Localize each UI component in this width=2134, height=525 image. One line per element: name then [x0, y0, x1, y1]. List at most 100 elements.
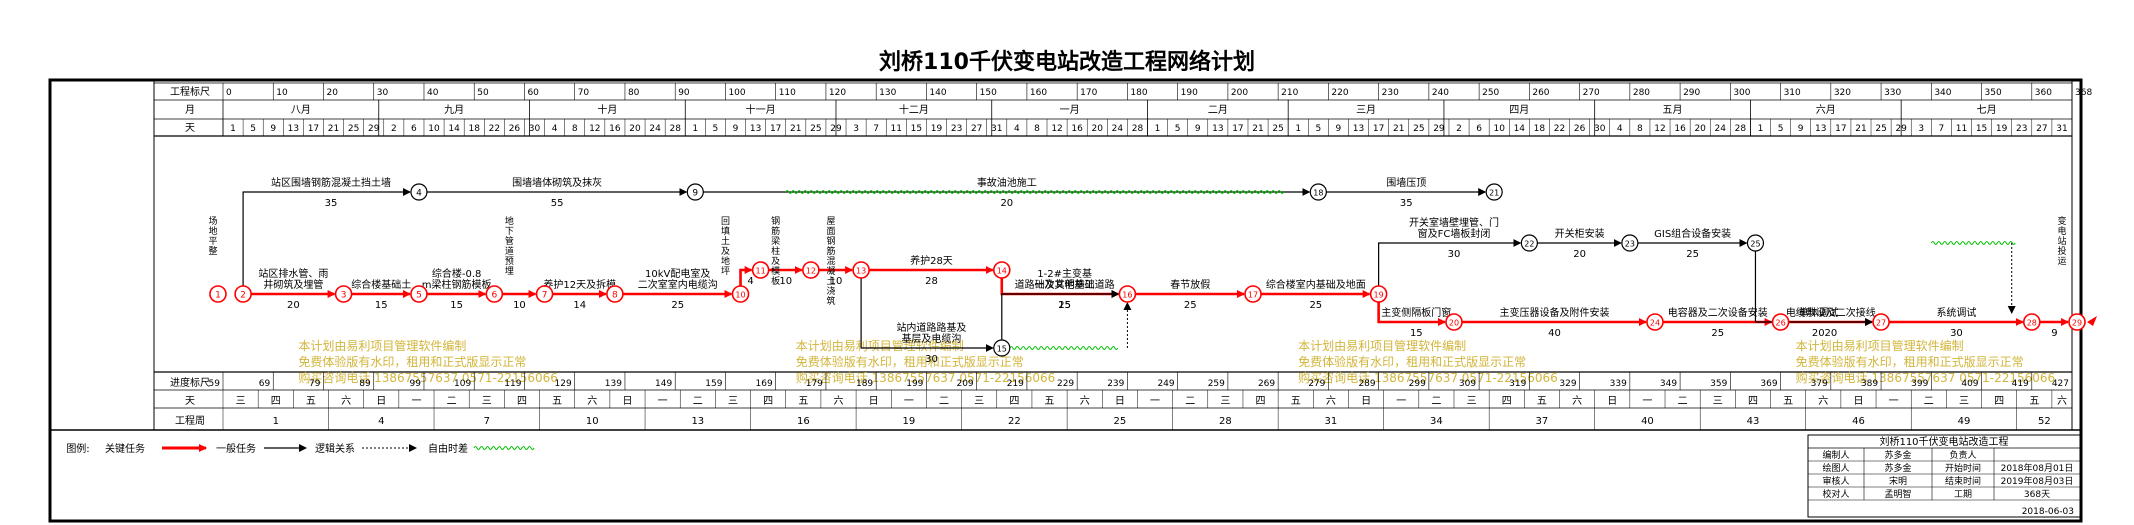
weekday-label: 四: [1009, 396, 1019, 407]
day-tick-label: 11: [891, 124, 902, 134]
scale-mark-label: 220: [1331, 88, 1348, 98]
vertical-task-label-char: 浇: [826, 285, 835, 297]
weekday-label: 日: [376, 396, 386, 407]
task-duration: 25: [1686, 249, 1699, 260]
day-tick-label: 1: [1155, 124, 1161, 134]
month-label: 十月: [597, 103, 617, 116]
weekday-label: 三: [482, 396, 492, 407]
event-node: 24: [1646, 313, 1664, 331]
event-node-number: 14: [997, 267, 1007, 276]
weekday-label: 日: [1361, 396, 1371, 407]
progress-mark-label: 289: [1358, 379, 1375, 389]
event-node-circle: [852, 261, 870, 279]
task-name: 开关柜安装: [1555, 227, 1605, 240]
month-label: 九月: [444, 104, 464, 116]
legend-title: 图例:: [66, 442, 89, 455]
day-tick-label: 9: [1336, 124, 1342, 134]
day-tick-label: 5: [1175, 124, 1181, 134]
day-tick-label: 23: [951, 124, 962, 134]
event-node: 17: [1244, 285, 1262, 303]
progress-mark-label: 329: [1559, 379, 1576, 389]
vertical-task-label-char: 及: [771, 256, 780, 267]
progress-mark-label: 129: [555, 379, 572, 389]
day-tick-label: 25: [1413, 124, 1424, 134]
day-tick-label: 7: [1938, 124, 1944, 134]
scale-mark-label: 368: [2075, 88, 2092, 98]
event-node-number: 5: [416, 291, 422, 301]
day-tick-label: 30: [529, 124, 541, 134]
info-table-title: 刘桥110千伏变电站改造工程: [1879, 435, 2008, 448]
scale-mark-label: 120: [829, 88, 846, 98]
progress-mark-label: 69: [259, 379, 271, 389]
progress-mark-label: 379: [1811, 379, 1828, 389]
day-tick-label: 21: [328, 124, 339, 134]
event-node: 21: [1485, 183, 1503, 201]
legend-logic-label: 逻辑关系: [315, 442, 355, 455]
weekday-label: 二: [939, 396, 949, 407]
free-float-line: [1930, 241, 2016, 245]
vertical-task-label-char: 土: [721, 235, 730, 247]
day-tick-label: 15: [1976, 124, 1987, 134]
week-label: 46: [1852, 416, 1865, 427]
event-node-number: 16: [1122, 291, 1132, 300]
vertical-task-label-char: 坪: [721, 266, 730, 277]
watermark-line3: 购买咨询电话 13867557637 0571-22156066: [796, 370, 1056, 385]
task-duration: 10: [779, 276, 792, 287]
event-node: 25: [1746, 234, 1765, 252]
info-table-cell: 368天: [2024, 490, 2050, 500]
vertical-task-label-char: 投: [2057, 245, 2066, 257]
vertical-task-label-char: 地: [721, 255, 730, 267]
week-label: 28: [1219, 416, 1232, 427]
task-duration: 9: [2051, 328, 2057, 339]
vertical-task-label-char: 平: [208, 236, 217, 247]
scale-mark-label: 360: [2035, 88, 2052, 98]
task-name: 站区排水管、雨: [258, 267, 328, 280]
week-label: 40: [1641, 416, 1654, 427]
task-name: 春节放假: [1170, 278, 1210, 291]
event-node: 6: [485, 285, 504, 303]
legend-float-line: [473, 446, 535, 450]
progress-mark-label: 259: [1208, 379, 1225, 389]
month-label: 八月: [291, 104, 311, 116]
day-tick-label: 17: [770, 124, 781, 134]
day-tick-label: 12: [1654, 124, 1665, 134]
day-tick-label: 29: [1895, 124, 1907, 134]
day-tick-label: 2: [1456, 124, 1462, 134]
event-node-circle: [2068, 313, 2086, 331]
weekday-label: 三: [728, 396, 738, 407]
progress-mark-label: 199: [906, 379, 923, 389]
task-name: 开关室墙壁埋管、门: [1409, 216, 1499, 229]
event-node: 14: [992, 261, 1011, 279]
day-tick-label: 14: [448, 124, 460, 134]
weekday-label: 五: [798, 396, 808, 407]
event-node: 18: [1309, 183, 1327, 201]
task-name: 综合楼室内基础及地面: [1266, 278, 1366, 291]
month-label: 五月: [1663, 104, 1683, 116]
scale-mark-label: 20: [326, 88, 338, 98]
day-tick-label: 21: [1855, 124, 1866, 134]
vertical-task-label-char: 变: [2057, 215, 2066, 227]
row-label-scale: 工程标尺: [170, 86, 210, 98]
weekday-label: 一: [1396, 396, 1406, 407]
weekday-label: 二: [1185, 396, 1195, 407]
event-node-circle: [410, 183, 428, 201]
event-node-circle: [234, 285, 252, 303]
progress-mark-label: 249: [1157, 379, 1174, 389]
legend: 图例:关键任务一般任务逻辑关系自由时差: [66, 442, 535, 455]
task-duration: 15: [450, 300, 463, 311]
weekday-label: 四: [763, 396, 773, 407]
day-tick-label: 29: [368, 124, 380, 134]
task-duration: 25: [1309, 300, 1322, 311]
weekday-label: 五: [1291, 396, 1301, 407]
task-name: 综合楼基础土: [351, 278, 411, 291]
vertical-task-label-char: 模: [771, 266, 780, 277]
